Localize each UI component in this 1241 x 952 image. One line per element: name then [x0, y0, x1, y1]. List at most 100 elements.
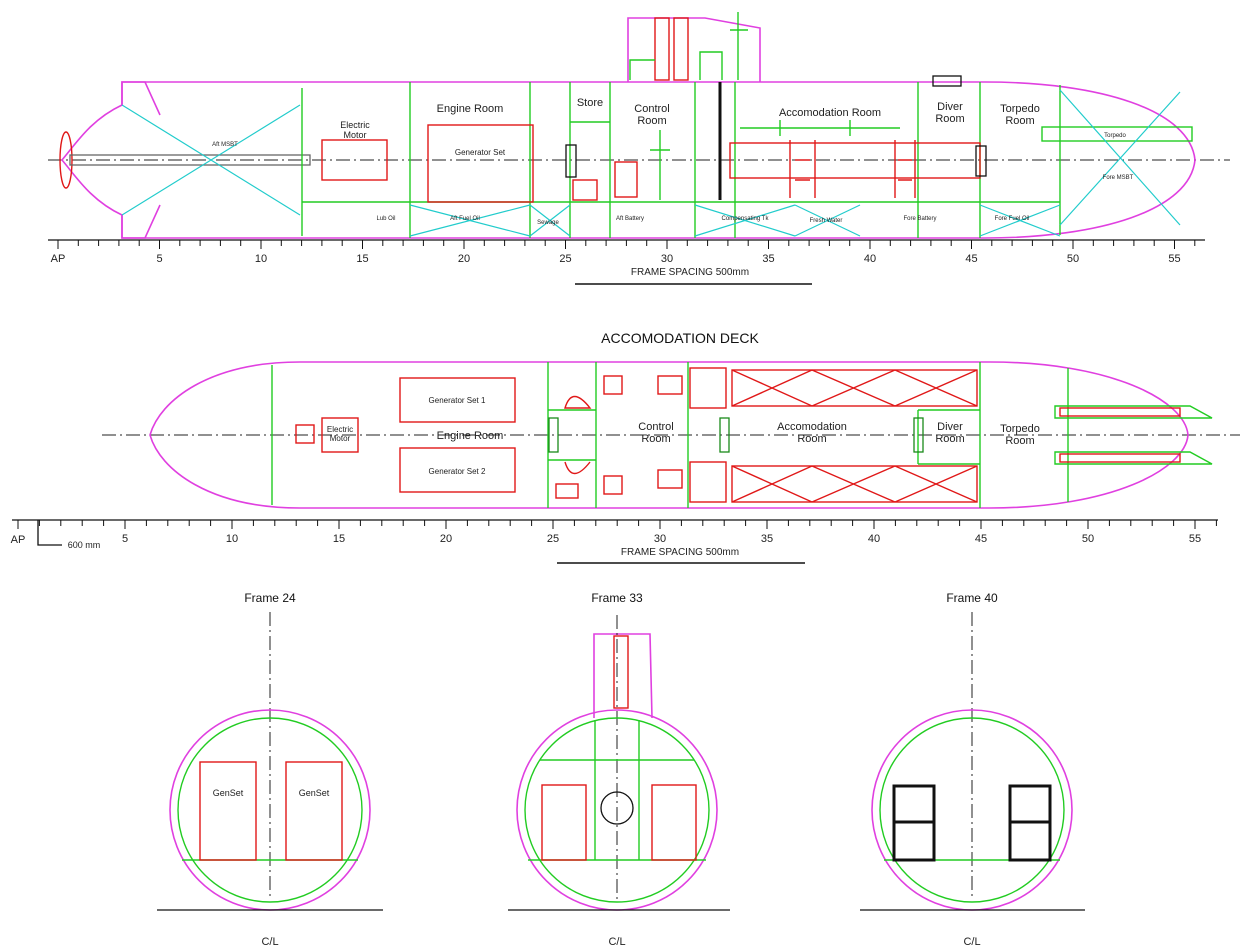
profile-frame-tick-label: 15	[356, 253, 368, 265]
store-label: Store	[577, 97, 603, 109]
deck-frame-tick-label: 5	[122, 533, 128, 545]
aft-hatch	[565, 144, 577, 178]
profile-frame-tick-label: 55	[1168, 253, 1180, 265]
section-33-title: Frame 33	[591, 591, 643, 605]
fore-msbt-label: Fore MSBT	[1103, 175, 1134, 181]
generator-set-label: Generator Set	[455, 148, 506, 157]
deck-console-1	[657, 375, 683, 395]
lookout-figure	[730, 12, 748, 80]
sewage-label: Sewage	[537, 220, 559, 226]
aft-fuel-label: Aft Fuel Oil	[450, 216, 480, 222]
profile-ap-label: AP	[51, 253, 66, 265]
section-24-genset-2-label: GenSet	[299, 788, 330, 798]
deck-electric-motor	[321, 417, 359, 453]
profile-sail	[627, 17, 761, 82]
section-33-cl: C/L	[608, 936, 625, 948]
propeller-shaft	[69, 154, 311, 166]
fore-hatch	[975, 145, 987, 177]
section-24-title: Frame 24	[244, 591, 296, 605]
fore-battery-label: Fore Battery	[903, 216, 936, 222]
lower-tanks: Lub Oil Aft Fuel Oil Sewage Aft Battery …	[376, 204, 1061, 237]
section-33-console-2	[651, 784, 697, 861]
berthing-figures	[740, 120, 900, 136]
engine-room-label: Engine Room	[437, 103, 504, 115]
deck-frame-spacing: FRAME SPACING 500mm	[621, 547, 739, 558]
section-33-hatch	[600, 791, 634, 825]
profile-frame-tick-label: 10	[255, 253, 267, 265]
aft-battery-label: Aft Battery	[616, 216, 644, 222]
deck-aft-door	[564, 395, 592, 409]
profile-frame-tick-label: 25	[559, 253, 571, 265]
deck-bulkheads	[271, 362, 1069, 508]
torpedo-label: Torpedo	[1104, 133, 1126, 139]
profile-frame-tick-label: 50	[1067, 253, 1079, 265]
section-24-genset-2	[285, 761, 343, 861]
generator-set-1	[399, 377, 516, 423]
upper-stern-fin	[121, 81, 161, 116]
section-33-sail	[593, 633, 653, 719]
escape-trunk	[932, 75, 962, 87]
deck-mid-hatch	[719, 417, 730, 453]
deck-frame-tick-label: 35	[761, 533, 773, 545]
bunk-block	[729, 142, 981, 179]
section-33-mast	[613, 635, 629, 709]
compensating-label: Compensating Tk	[722, 216, 770, 222]
lower-stern-fin	[121, 204, 161, 239]
fresh-water-label: Fresh Water	[810, 218, 843, 224]
console	[614, 161, 638, 198]
profile-frame-tick-label: 35	[762, 253, 774, 265]
profile-frame-tick-label: 30	[661, 253, 673, 265]
deck-hull	[149, 361, 1189, 509]
propeller	[59, 131, 73, 189]
profile-frame-tick-label: 20	[458, 253, 470, 265]
snorkel-mast	[673, 17, 689, 81]
aft-msbt-tank	[121, 104, 301, 216]
deck-frame-tick-label: 50	[1082, 533, 1094, 545]
profile-frame-tick-label: 40	[864, 253, 876, 265]
profile-hull	[60, 81, 1196, 239]
deck-frame-tick-label: 55	[1189, 533, 1201, 545]
deck-ap-label: AP	[11, 534, 26, 546]
crew-figure	[650, 130, 670, 200]
deck-frame-tick-label: 10	[226, 533, 238, 545]
deck-fore-hatch	[913, 417, 924, 453]
deck-title: ACCOMODATION DECK	[601, 330, 759, 346]
deck-torpedo-tube-1	[1054, 405, 1213, 419]
profile-frame-tick-label: 45	[965, 253, 977, 265]
generator-set-2	[399, 447, 516, 493]
deck-frame-tick-label: 15	[333, 533, 345, 545]
deck-unit-label: 600 mm	[68, 540, 101, 550]
generator-set-1-label: Generator Set 1	[429, 396, 486, 405]
deck-bunks	[731, 369, 978, 503]
accommodation-room-label: Accomodation Room	[779, 107, 881, 119]
section-24-genset-1-label: GenSet	[213, 788, 244, 798]
profile-frame-spacing: FRAME SPACING 500mm	[631, 267, 749, 278]
deck-motor-coupling	[295, 424, 315, 444]
deck-toilet	[555, 483, 579, 499]
section-frame-40: Frame 40 C/L	[860, 591, 1085, 948]
deck-console-2	[657, 469, 683, 489]
deck-aft-hatch	[548, 417, 559, 453]
aft-msbt-label: Aft MSBT	[212, 142, 238, 148]
generator-set-2-label: Generator Set 2	[429, 467, 486, 476]
toilet	[572, 179, 598, 201]
section-33-console-1	[541, 784, 587, 861]
generator-set	[427, 124, 534, 203]
deck-torpedo-tube-2	[1054, 451, 1213, 465]
section-24-cl: C/L	[261, 936, 278, 948]
periscope-mast	[654, 17, 670, 81]
electric-motor	[321, 139, 388, 181]
section-frame-24: Frame 24 GenSet GenSet C/L	[157, 591, 383, 948]
